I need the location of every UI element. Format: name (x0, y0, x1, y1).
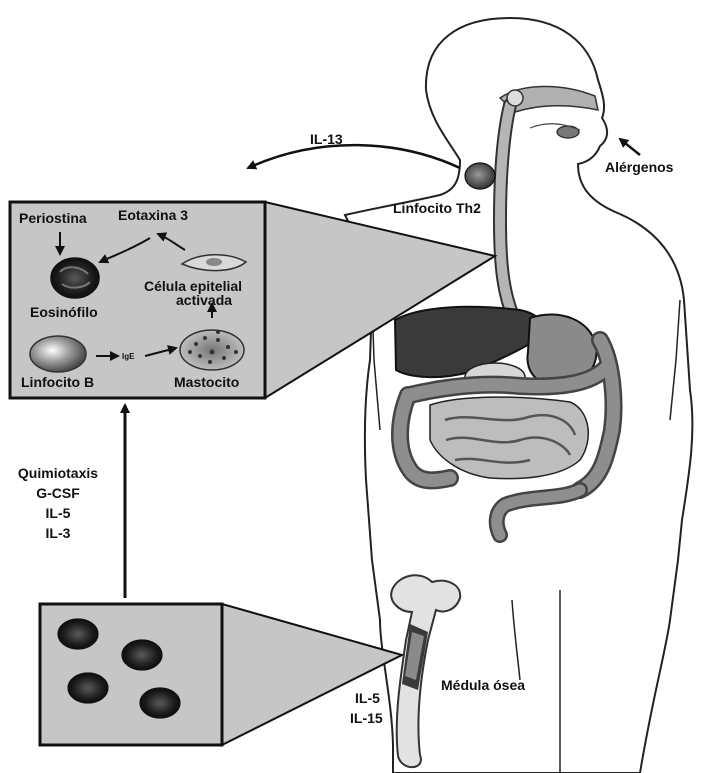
eotaxin-label: Eotaxina 3 (118, 207, 188, 223)
eosinophil-cell-icon (51, 258, 99, 298)
bone-il15-label: IL-15 (350, 710, 383, 726)
b-lymphocyte-label: Linfocito B (21, 374, 94, 390)
chemotaxis-label: Quimiotaxis (18, 465, 98, 481)
il3-label: IL-3 (46, 525, 71, 541)
mast-cell-icon (180, 330, 244, 370)
eosinophil-label: Eosinófilo (30, 304, 98, 320)
bone-il5-label: IL-5 (355, 690, 380, 706)
il5-label: IL-5 (46, 505, 71, 521)
periostin-label: Periostina (19, 210, 87, 226)
human-body-silhouette-icon (345, 18, 692, 773)
th2-lymphocyte-icon (465, 163, 495, 189)
epithelial-label-2: activada (176, 292, 232, 308)
b-lymphocyte-cell-icon (30, 336, 86, 372)
allergens-label: Alérgenos (605, 159, 674, 175)
il13-label: IL-13 (310, 131, 343, 147)
mast-cell-label: Mastocito (174, 374, 239, 390)
gcsf-label: G-CSF (36, 485, 80, 501)
bone-marrow-label: Médula ósea (441, 677, 525, 693)
th2-label: Linfocito Th2 (393, 200, 481, 216)
ige-label: IgE (122, 352, 135, 361)
